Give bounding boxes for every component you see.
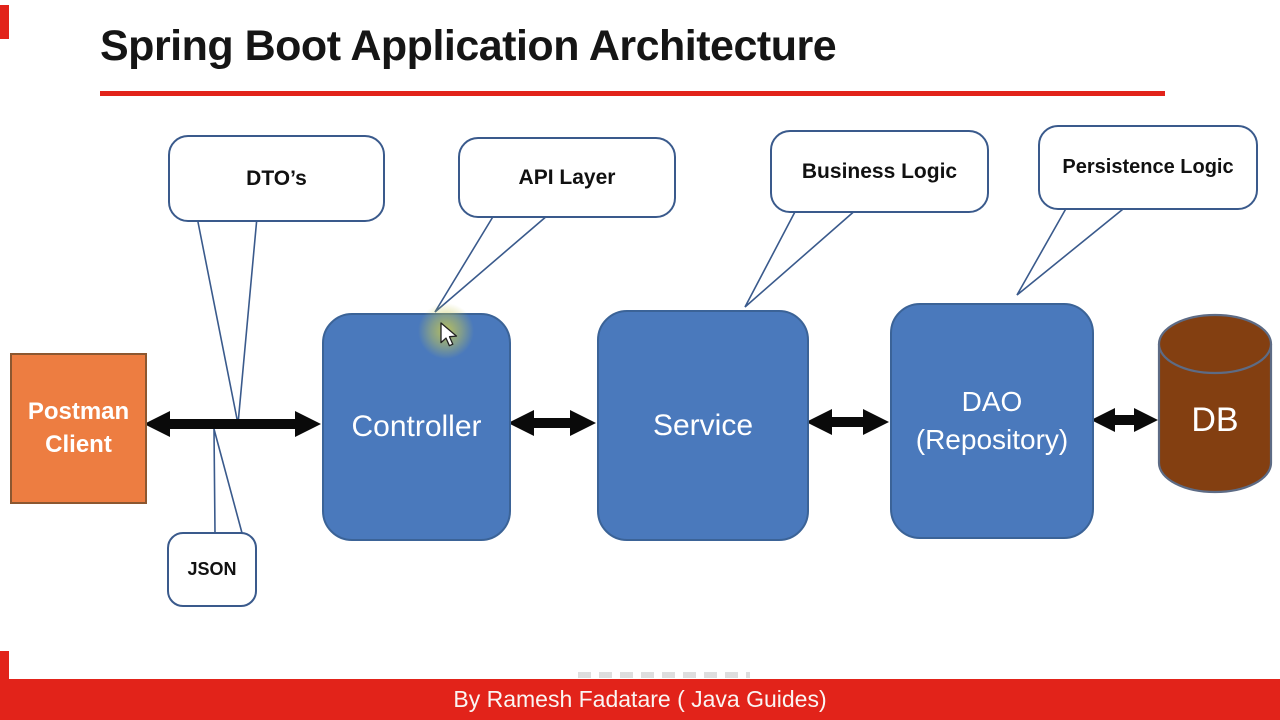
title-underline [100,91,1165,96]
dao-label-line2: (Repository) [915,424,1069,455]
callout-dto-label: DTO’s [246,166,307,190]
api-callout-tail [434,214,551,313]
db-cylinder-top [1157,313,1273,375]
json-callout-tail [213,428,244,534]
postman-client-label: Postman Client [27,398,130,458]
arrow-service-dao [806,409,889,435]
dao-label-line1: DAO [961,386,1023,418]
node-service: Service [597,310,809,541]
cropped-text-sliver [578,672,750,678]
flow-arrows [144,408,1158,437]
db-label: DB [1191,401,1238,439]
callout-persistence-logic: Persistence Logic [1038,125,1258,210]
callout-api-label: API Layer [518,165,616,189]
node-dao-repository: DAO (Repository) [890,303,1094,539]
red-edge-accent-top [0,5,9,39]
controller-label: Controller [351,410,482,443]
node-postman-client: Postman Client [10,353,147,504]
page-title: Spring Boot Application Architecture [100,22,837,70]
node-controller: Controller [322,313,511,541]
db-cylinder: DB [1157,313,1273,494]
arrow-dao-db [1091,408,1158,432]
red-edge-accent-bottom [0,651,9,681]
dto-callout-tail [196,216,258,425]
arrow-postman-controller [144,411,321,437]
callout-json: JSON [167,532,257,607]
footer-bar: By Ramesh Fadatare ( Java Guides) [0,679,1280,720]
arrow-controller-service [508,410,596,436]
footer-credit: By Ramesh Fadatare ( Java Guides) [453,686,827,712]
service-label: Service [652,408,754,442]
business-callout-tail [744,207,861,308]
callout-api-layer: API Layer [458,137,676,218]
persistence-callout-tail [1016,204,1131,296]
callout-json-label: JSON [187,559,237,579]
callout-business-label: Business Logic [801,159,958,183]
callout-business-logic: Business Logic [770,130,989,213]
callout-dto: DTO’s [168,135,385,222]
callout-persistence-label: Persistence Logic [1062,156,1234,178]
